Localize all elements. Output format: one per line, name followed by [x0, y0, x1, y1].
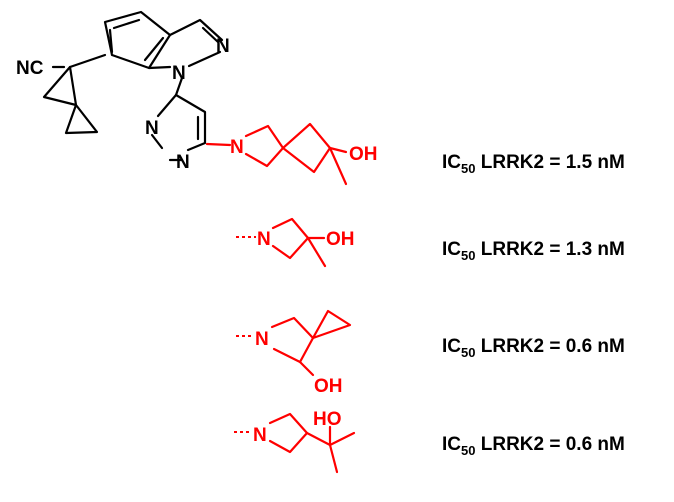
azetidine-ring	[271, 217, 310, 260]
hydroxyl-bond	[328, 146, 348, 154]
hydroxyl-label: HO	[313, 409, 342, 430]
benzene-double-bond	[143, 36, 165, 62]
hydroxyl-bond	[298, 360, 315, 377]
atom-label-n: N	[145, 118, 159, 139]
atom-label-n: N	[257, 229, 271, 250]
pyrimidine-bond	[174, 93, 207, 152]
pyrrolidine-ring	[270, 316, 315, 364]
pyrimidine-bond	[156, 93, 178, 118]
azetidine-ring	[268, 412, 309, 454]
atom-label-n: N	[255, 329, 269, 350]
benzene-ring	[103, 10, 172, 70]
atom-label-n: N	[253, 425, 267, 446]
hydroxyl-label: OH	[349, 144, 378, 165]
c-c-bond	[305, 431, 332, 447]
spiro-cyclopropane-ring	[64, 103, 99, 135]
pyrazole-bond	[187, 50, 222, 68]
parent-spiro-amine: N OH	[205, 122, 378, 186]
hydroxyl-label: OH	[326, 229, 355, 250]
ic50-label: IC50 LRRK2 = 1.5 nM	[442, 152, 625, 176]
cyclopropane-ring	[42, 65, 78, 107]
benzene-double-bond	[112, 18, 141, 30]
nitrile-label: NC	[16, 58, 44, 79]
pyrimidine-bond	[150, 133, 164, 150]
cyclopropane-ring	[311, 309, 352, 340]
parent-scaffold: NC N N N N	[16, 10, 230, 173]
azetidine-ring	[244, 124, 285, 168]
benzene-double-bond	[108, 28, 114, 54]
n-aryl-bond	[174, 76, 184, 97]
ic50-label: IC50 LRRK2 = 0.6 nM	[442, 434, 625, 458]
ic50-label: IC50 LRRK2 = 1.3 nM	[442, 239, 625, 263]
fragment-azetidine-isopropanol: N HO	[234, 409, 356, 474]
methyl-bond	[328, 443, 339, 474]
atom-label-n: N	[176, 152, 190, 173]
pyrazole-double-bond	[201, 26, 220, 44]
pyrazole-bond	[168, 18, 224, 42]
fragment-azetidine-methyl: N OH	[236, 217, 355, 268]
methyl-bond	[328, 146, 348, 186]
pyrazole-bond	[147, 65, 172, 70]
hydroxyl-label: OH	[314, 376, 343, 397]
cyclobutane-ring	[281, 122, 332, 174]
atom-label-n: N	[216, 36, 230, 57]
ic50-label: IC50 LRRK2 = 0.6 nM	[442, 336, 625, 360]
fragment-spiro-pyrrolidine: N OH	[236, 309, 352, 397]
methyl-bond	[328, 431, 356, 447]
atom-label-n: N	[230, 137, 244, 158]
amine-attachment-bond	[205, 142, 232, 147]
aryl-cyclopropyl-bond	[68, 53, 107, 69]
atom-label-n: N	[172, 63, 186, 84]
methyl-bond	[306, 236, 327, 268]
